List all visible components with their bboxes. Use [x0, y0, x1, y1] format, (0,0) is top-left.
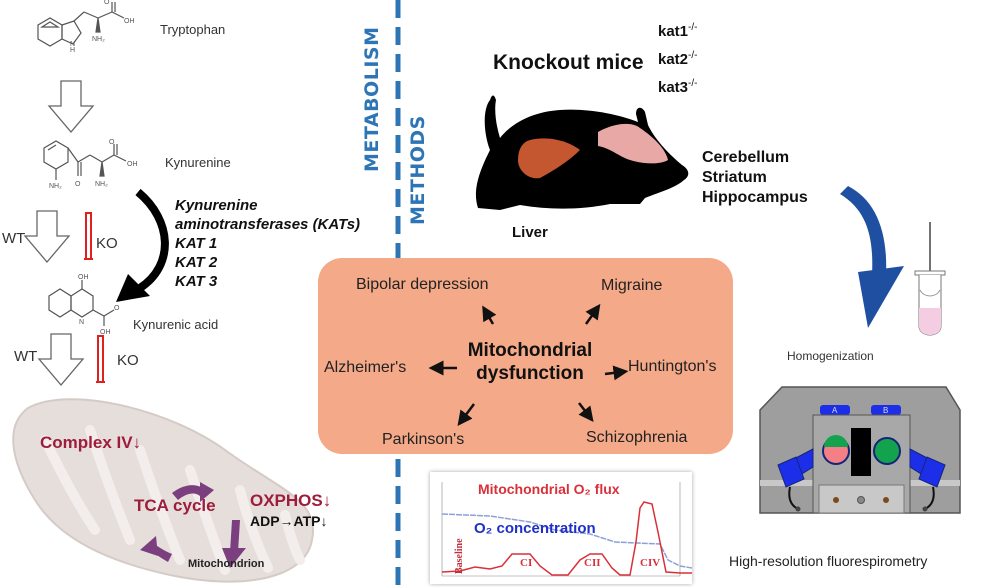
svg-text:OH: OH: [78, 274, 89, 281]
disease-huntingtons: Huntington's: [628, 358, 717, 375]
oxphos-label: OXPHOS↓: [250, 491, 332, 510]
svg-text:O: O: [109, 139, 115, 146]
svg-text:H: H: [70, 47, 75, 54]
svg-text:N: N: [79, 319, 84, 326]
wt-down-arrow-icon: [23, 210, 71, 264]
disease-alzheimers: Alzheimer's: [324, 359, 407, 376]
ko-label: KO: [117, 352, 139, 369]
test-tube-icon: [914, 222, 946, 336]
svg-text:OH: OH: [124, 18, 135, 25]
knockout-gene-list: kat1-/- kat2-/- kat3-/-: [658, 22, 697, 106]
disease-bipolar: Bipolar depression: [356, 276, 489, 293]
center-title-line: Mitochondrial: [467, 340, 593, 361]
center-title-line: dysfunction: [476, 363, 584, 384]
processing-arrow-icon: [840, 186, 904, 328]
wt-down-arrow-icon: [37, 333, 85, 387]
tryptophan-structure: OH O NH₂ H N: [37, 0, 135, 54]
ko-block-icon: [96, 335, 105, 383]
svg-text:O: O: [75, 181, 81, 188]
kynurenine-structure: OH O O NH₂ NH₂: [43, 139, 138, 190]
disease-schizophrenia: Schizophrenia: [586, 429, 688, 446]
disease-parkinsons: Parkinson's: [382, 431, 465, 448]
gene-item: kat1-/-: [658, 22, 698, 40]
knockout-mice-title: Knockout mice: [493, 51, 644, 74]
kat-enzyme-block: Kynurenine aminotransferases (KATs) KAT …: [175, 196, 360, 291]
o2-concentration-label: O₂ concentration: [474, 520, 596, 537]
kat-line: aminotransferases (KATs): [175, 216, 361, 233]
kynurenic-acid-label: Kynurenic acid: [133, 317, 219, 332]
kat-line: KAT 2: [175, 254, 218, 271]
wt-label: WT: [14, 348, 38, 365]
complex-iv-label: Complex IV↓: [40, 433, 142, 452]
liver-label: Liver: [512, 224, 548, 241]
o2-flux-line: [441, 501, 692, 576]
flux-title: Mitochondrial O₂ flux: [478, 481, 620, 497]
o2-concentration-line: [441, 513, 693, 569]
gene-item: kat2-/-: [658, 50, 698, 68]
peak-ci-label: CI: [520, 557, 533, 569]
svg-text:NH₂: NH₂: [49, 183, 62, 190]
brain-regions-list: Cerebellum Striatum Hippocampus: [702, 148, 808, 208]
tissue-item: Cerebellum: [702, 149, 790, 166]
homogenization-label: Homogenization: [787, 349, 874, 363]
kat-line: Kynurenine: [175, 197, 258, 214]
ko-block-icon: [84, 212, 93, 260]
chamber-a-label: A: [832, 406, 838, 415]
kat-conversion-arrow-icon: [116, 188, 169, 302]
mitochondrion-illustration: [12, 398, 315, 583]
disease-panel: [318, 258, 733, 454]
chamber-b-label: B: [883, 406, 888, 415]
kynurenine-label: Kynurenine: [165, 155, 231, 170]
gene-item: kat3-/-: [658, 78, 698, 96]
svg-text:OH: OH: [127, 161, 138, 168]
kat-line: KAT 1: [175, 235, 218, 252]
fluorespirometry-caption: High-resolution fluorespirometry: [729, 553, 928, 569]
tissue-item: Hippocampus: [702, 189, 808, 206]
kynurenic-acid-structure: OH N O OH: [48, 274, 120, 336]
mitochondrial-dysfunction-title: Mitochondrial dysfunction: [456, 339, 604, 385]
svg-text:OH: OH: [100, 329, 111, 336]
mouse-silhouette: [475, 95, 689, 210]
tissue-item: Striatum: [702, 169, 767, 186]
tca-cycle-label: TCA cycle: [134, 496, 216, 515]
svg-text:NH₂: NH₂: [92, 36, 105, 43]
svg-text:N: N: [70, 41, 75, 48]
tryptophan-label: Tryptophan: [160, 22, 226, 37]
wt-label: WT: [2, 230, 26, 247]
svg-text:O: O: [104, 0, 110, 6]
ko-label: KO: [96, 235, 118, 252]
peak-cii-label: CII: [584, 557, 601, 569]
peak-civ-label: CIV: [640, 557, 661, 569]
oxygraph-device: A B: [759, 386, 961, 514]
respirometry-trace: [441, 482, 693, 577]
svg-text:NH₂: NH₂: [95, 181, 108, 188]
mitochondrion-caption: Mitochondrion: [188, 558, 265, 570]
svg-text:O: O: [114, 305, 120, 312]
kat-line: KAT 3: [175, 273, 218, 290]
baseline-label: Baseline: [454, 538, 465, 574]
respirometry-trace-panel: [430, 472, 692, 584]
down-arrow-icon: [47, 80, 95, 134]
adp-atp-label: ADP→ATP↓: [250, 513, 328, 529]
disease-migraine: Migraine: [601, 277, 663, 294]
